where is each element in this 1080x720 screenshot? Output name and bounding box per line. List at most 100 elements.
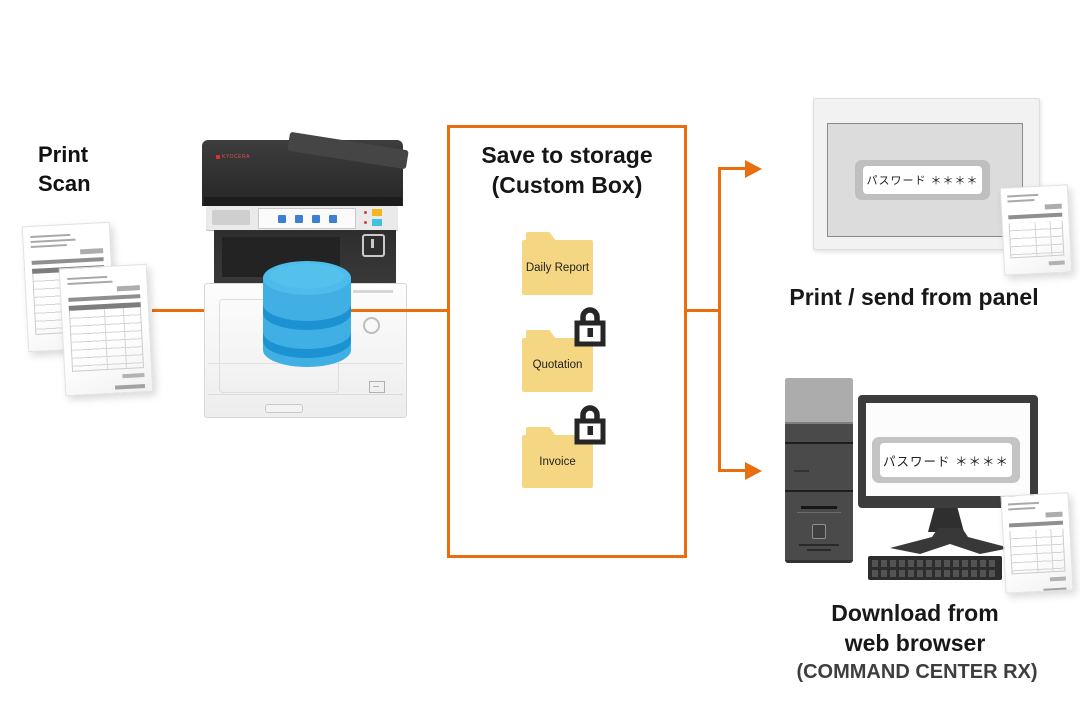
lock-icon — [574, 405, 606, 445]
folder-invoice: Invoice — [522, 427, 593, 488]
panel-keypad — [212, 210, 250, 225]
doc-line — [30, 233, 70, 238]
doc-line — [80, 248, 104, 255]
panel-led-red — [364, 211, 367, 214]
tower-badge — [807, 549, 831, 551]
folder-daily-report: Daily Report — [522, 232, 593, 295]
database-icon — [263, 261, 351, 367]
doc-line — [1044, 203, 1062, 210]
power-button-icon — [363, 317, 380, 334]
document-icon — [1000, 492, 1074, 594]
tower-seam — [785, 490, 853, 492]
keyboard-keys — [872, 560, 998, 567]
printer-seam — [208, 394, 403, 395]
doc-line — [1008, 212, 1063, 220]
doc-line — [30, 244, 67, 248]
document-icon — [58, 263, 154, 397]
doc-table — [1009, 528, 1066, 575]
flow-line-input — [152, 309, 208, 312]
doc-line — [116, 285, 140, 292]
doc-line — [1043, 587, 1067, 593]
panel-led-cyan — [372, 219, 382, 226]
doc-line — [1007, 193, 1039, 198]
print-label: Print — [38, 142, 89, 167]
tower-badge — [799, 544, 839, 546]
doc-table — [1008, 220, 1065, 259]
storage-box: Save to storage (Custom Box) Daily Repor… — [447, 125, 687, 558]
folder-tab — [526, 232, 556, 241]
panel-caption: Print / send from panel — [789, 284, 1039, 310]
paper-tray-handle — [265, 404, 303, 413]
doc-line — [68, 294, 141, 302]
tower-vent — [794, 470, 809, 472]
tower-top — [785, 378, 853, 424]
scan-label: Scan — [38, 171, 91, 196]
print-scan-label: Print Scan — [38, 140, 91, 198]
touchscreen-icon — [277, 214, 286, 223]
flow-line-to-box — [318, 309, 447, 312]
browser-caption-line1: Download from — [831, 600, 999, 626]
command-center-caption: (COMMAND CENTER RX) — [796, 661, 1038, 683]
doc-line — [1045, 511, 1063, 518]
folder-label: Quotation — [532, 359, 583, 371]
touchscreen — [258, 208, 356, 229]
printer-scan-slot — [204, 197, 402, 206]
usb-port-icon — [369, 381, 385, 393]
storage-box-title: Save to storage (Custom Box) — [450, 140, 684, 200]
tower-drive-slot — [797, 512, 841, 513]
touchscreen-icon — [311, 214, 320, 223]
flow-line-stub — [687, 309, 720, 312]
doc-line — [1034, 222, 1038, 257]
doc-line — [1049, 576, 1067, 582]
touchscreen-icon — [328, 214, 337, 223]
monitor-stand-base — [890, 528, 1010, 554]
doc-line — [67, 280, 113, 285]
flow-line-top — [718, 167, 746, 170]
doc-line — [103, 309, 108, 370]
tower-power-button — [812, 524, 826, 539]
doc-line — [31, 257, 104, 265]
printer-brand-logo: KYOCERA — [216, 154, 250, 160]
storage-title-line1: Save to storage — [481, 142, 653, 168]
doc-line — [114, 384, 146, 390]
browser-caption: Download from web browser — [790, 598, 1040, 658]
pc-tower-icon — [785, 378, 853, 563]
panel-led-yellow — [372, 209, 382, 216]
doc-line — [122, 373, 145, 379]
document-icon — [999, 184, 1073, 276]
flow-line-branch — [718, 167, 721, 472]
doc-line — [1008, 520, 1064, 528]
lock-icon — [574, 307, 606, 347]
folder-label: Invoice — [539, 455, 576, 468]
browser-caption-line2: web browser — [844, 630, 986, 656]
doc-line — [1042, 271, 1066, 276]
arrow-right-icon — [745, 160, 762, 178]
folder-tab — [526, 427, 556, 436]
tower-seam — [785, 442, 853, 444]
doc-table — [68, 307, 145, 372]
arrow-right-icon — [745, 462, 762, 480]
doc-line — [123, 308, 128, 368]
doc-line — [1007, 501, 1040, 506]
doc-line — [115, 391, 146, 397]
password-field: パスワード ＊＊＊＊ — [863, 166, 982, 194]
doc-line — [30, 238, 76, 243]
card-reader-icon — [362, 234, 385, 257]
password-field-frame: パスワード ＊＊＊＊ — [872, 437, 1020, 483]
keyboard-keys — [872, 570, 998, 577]
folder-tab — [526, 330, 556, 339]
doc-line — [67, 275, 107, 280]
printer-control-panel — [206, 206, 398, 230]
storage-title-line2: (Custom Box) — [491, 172, 643, 198]
doc-line — [1008, 507, 1036, 511]
doc-line — [1049, 221, 1052, 256]
keyboard-icon — [868, 556, 1002, 580]
tower-drive-slot — [801, 506, 837, 509]
doc-line — [1007, 199, 1035, 203]
panel-led-red — [364, 221, 367, 224]
touchscreen-icon — [294, 214, 303, 223]
flow-line-bottom — [718, 469, 746, 472]
password-field: パスワード ＊＊＊＊ — [880, 443, 1012, 477]
doc-line — [1049, 529, 1054, 572]
